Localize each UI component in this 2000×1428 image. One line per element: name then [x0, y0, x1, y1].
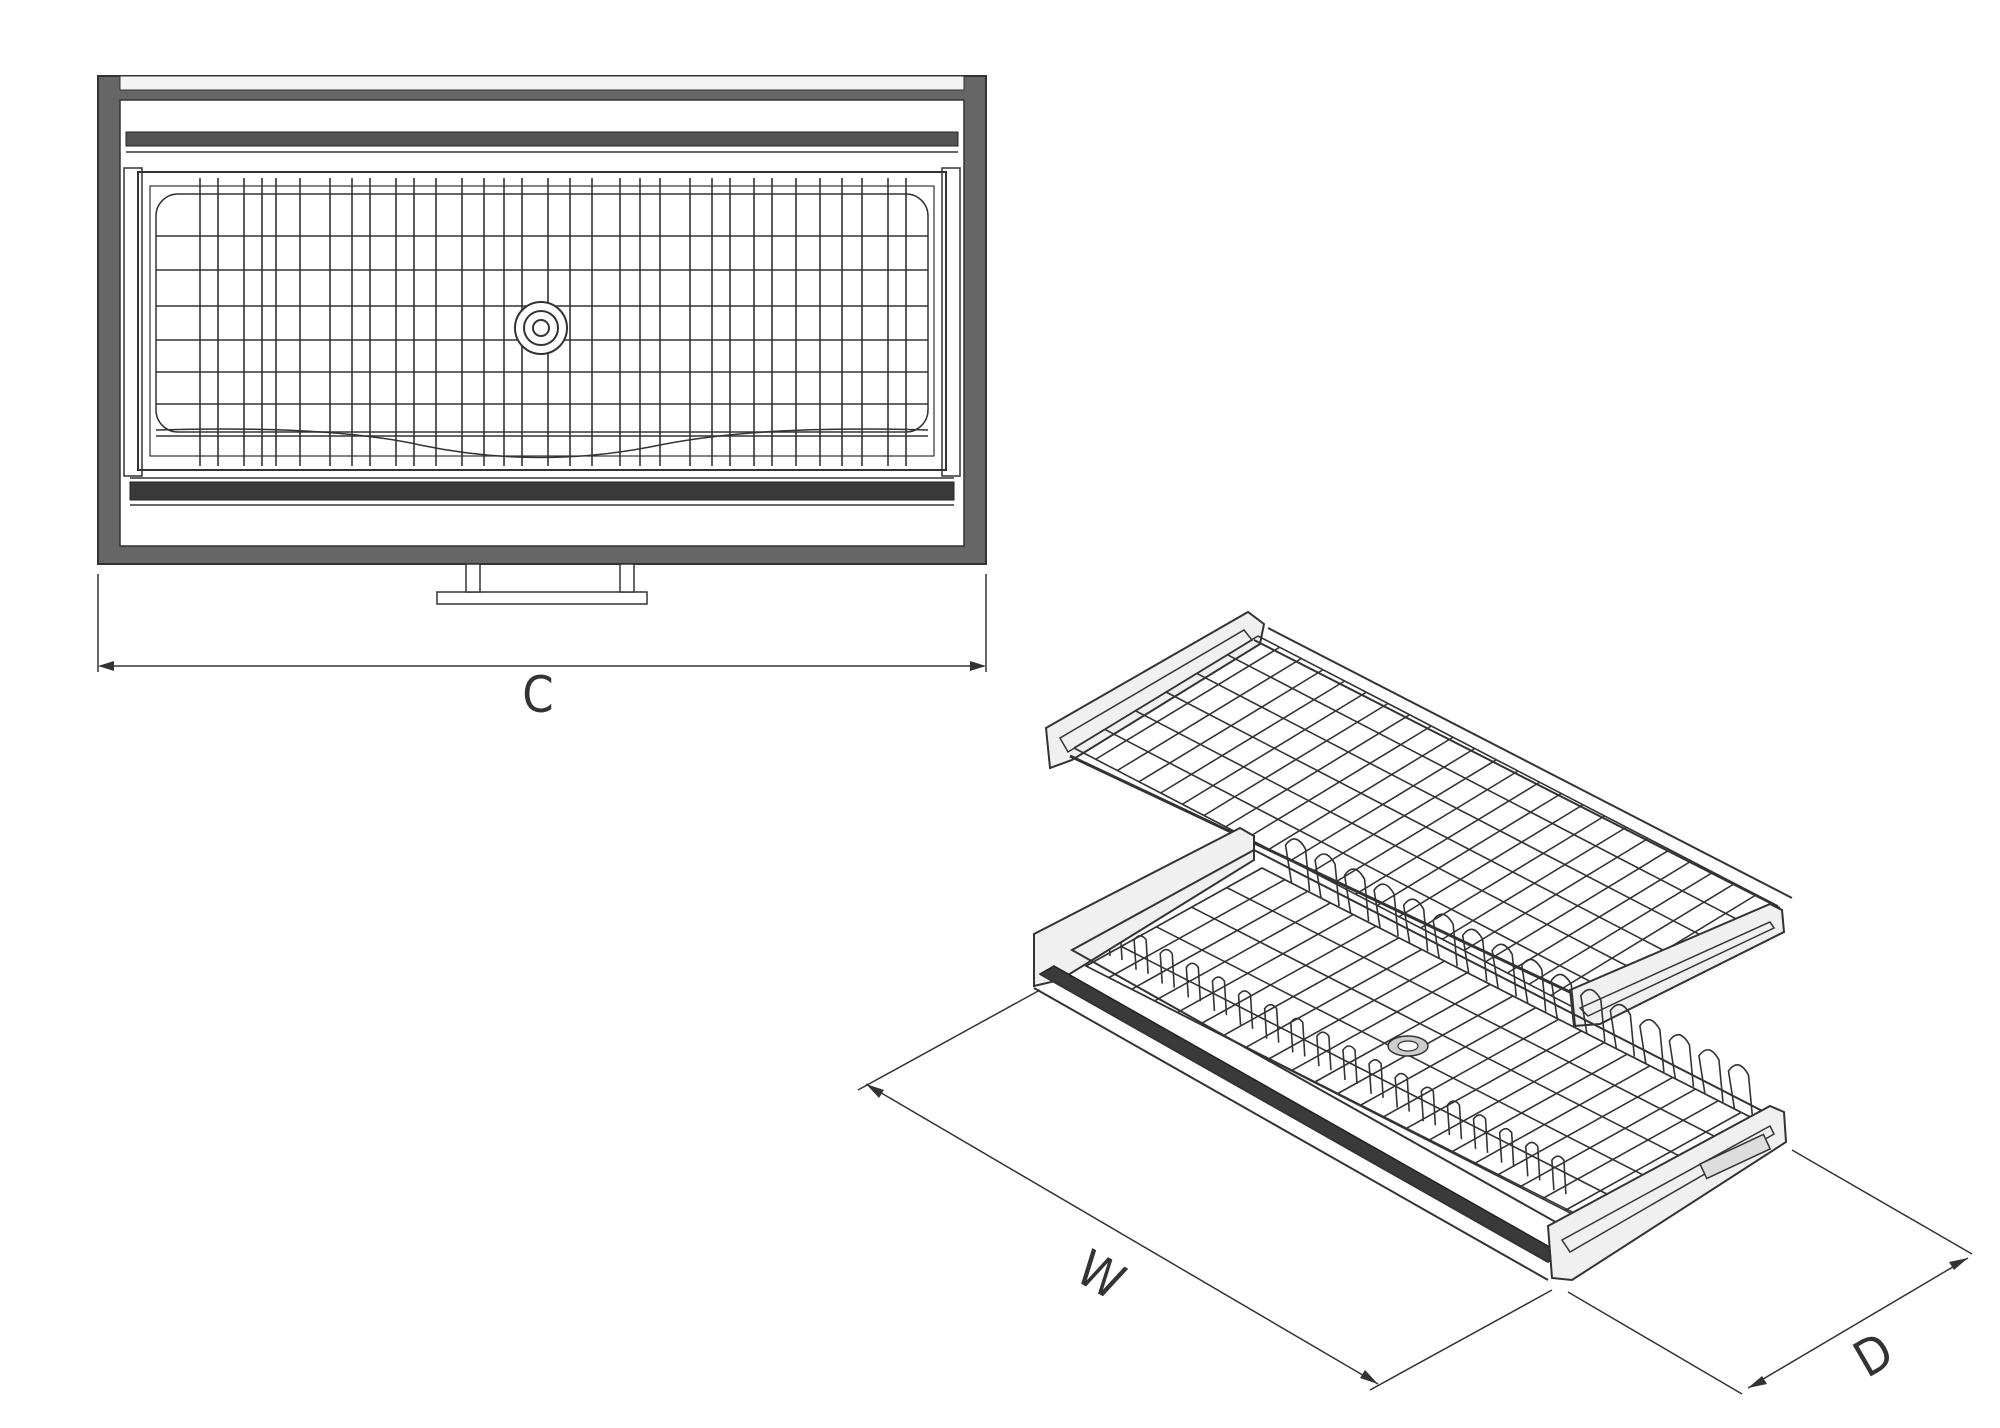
lower-rack-wires-lengthwise [1085, 867, 1765, 1223]
lower-rack [1033, 826, 1788, 1282]
lower-wire-cross [1245, 948, 1423, 1049]
plate-divider [1343, 868, 1370, 922]
lower-left-endcap [1033, 826, 1255, 988]
lower-wire-cross [1268, 960, 1445, 1060]
top-grid-vertical [199, 178, 907, 466]
lower-wire-length [1226, 886, 1730, 1145]
lower-wire-cross [1427, 1041, 1605, 1142]
lower-wire-cross [1313, 983, 1491, 1084]
plate-divider [1432, 913, 1458, 967]
top-grid-horizontal [156, 235, 928, 437]
lower-wire-cross [1222, 937, 1400, 1037]
plate-divider [1461, 928, 1488, 982]
lower-wire-cross [1564, 1111, 1742, 1212]
upper-wire-length [1165, 691, 1687, 963]
plate-divider-front [1420, 1086, 1437, 1126]
lower-wire-cross [1176, 913, 1354, 1014]
lower-wire-cross [1108, 878, 1286, 979]
plate-divider-front [1498, 1127, 1515, 1167]
lower-wire-length [1085, 965, 1589, 1223]
lower-wire-length [1191, 906, 1694, 1164]
plate-divider-front [1368, 1058, 1384, 1098]
lower-drain-icon [1387, 1035, 1429, 1057]
plate-divider-front [1446, 1100, 1463, 1140]
lower-wire-cross [1085, 867, 1263, 967]
plate-divider [1314, 853, 1340, 907]
cabinet-top-strip [119, 75, 965, 91]
plate-divider [1639, 1018, 1665, 1072]
lower-wire-cross [1450, 1053, 1628, 1153]
plate-divider-front [1394, 1072, 1411, 1112]
plate-divider [1579, 988, 1606, 1042]
drip-tray [155, 193, 929, 433]
plate-divider-front [1159, 948, 1176, 988]
isometric-drawing: W D [857, 610, 1973, 1395]
plate-divider [1284, 838, 1311, 892]
upper-rack-wires-crosswise [1073, 635, 1779, 1019]
plate-divider [1373, 883, 1399, 937]
lower-wire-cross [1519, 1088, 1696, 1188]
dimension-c [97, 574, 987, 672]
plate-divider-front [1342, 1045, 1358, 1085]
plate-divider [1668, 1034, 1695, 1087]
plate-divider-front [1472, 1114, 1489, 1153]
front-bar [129, 481, 955, 501]
upper-wire-length [1257, 635, 1779, 907]
plate-divider [1520, 958, 1547, 1012]
rear-rail [125, 131, 959, 147]
upper-rack [1044, 610, 1793, 1028]
lower-wire-cross [1382, 1018, 1560, 1118]
lower-front-bar [1038, 965, 1564, 1263]
dimension-w [857, 989, 1553, 1391]
upper-wire-length [1226, 653, 1748, 926]
plate-divider-front [1316, 1031, 1332, 1071]
basket-outline [137, 171, 947, 471]
lower-wire-cross [1473, 1065, 1651, 1165]
dimension-label-c: C [522, 666, 553, 724]
lower-wire-cross [1199, 925, 1377, 1025]
upper-wire-length [1073, 747, 1595, 1019]
plate-divider [1402, 898, 1429, 952]
plate-divider-front [1237, 990, 1254, 1029]
lower-wire-cross [1131, 890, 1309, 990]
lower-right-endcap [1546, 1104, 1788, 1282]
lower-wire-cross [1496, 1076, 1674, 1177]
drain-icon [514, 301, 568, 355]
upper-right-endcap [1568, 902, 1786, 1028]
dimension-label-d: D [1844, 1321, 1903, 1389]
upper-wire-length [1196, 672, 1718, 945]
plate-divider-front [1185, 962, 1202, 1002]
plate-divider [1550, 973, 1577, 1027]
plate-divider [1609, 1003, 1636, 1057]
plate-divider-front [1551, 1155, 1567, 1195]
plate-divider-front [1524, 1141, 1541, 1181]
dimension-d [1567, 1149, 1973, 1395]
plate-divider [1727, 1064, 1754, 1118]
lower-wire-cross [1405, 1030, 1582, 1130]
plate-divider-front [1263, 1003, 1280, 1043]
lower-wire-length [1261, 867, 1765, 1125]
lower-wire-cross [1154, 902, 1331, 1002]
plate-divider-front [1211, 976, 1228, 1016]
plate-divider [1491, 943, 1518, 997]
handle [436, 563, 648, 605]
upper-wire-length [1134, 709, 1656, 982]
dimension-label-w: W [1067, 1239, 1135, 1311]
lower-wire-cross [1290, 972, 1468, 1072]
plate-divider [1698, 1049, 1724, 1102]
lower-wire-cross [1541, 1100, 1719, 1200]
plate-divider-front [1289, 1017, 1306, 1057]
upper-wire-length [1104, 728, 1626, 1001]
top-view-drawing: C [97, 75, 987, 724]
slide-runner [1699, 1133, 1772, 1180]
lower-wire-length [1120, 945, 1624, 1204]
lower-wire-cross [1359, 1006, 1537, 1107]
